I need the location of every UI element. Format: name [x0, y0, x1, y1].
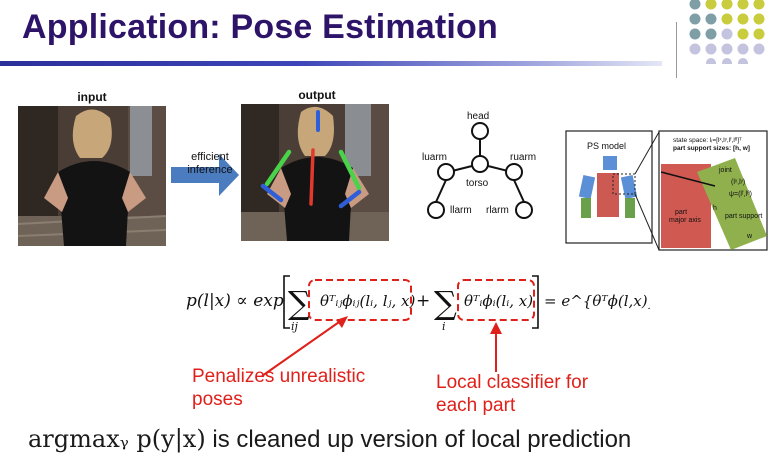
- decorative-dots: [689, 0, 765, 64]
- graph-label-luarm: luarm: [422, 152, 447, 163]
- input-label: input: [77, 90, 107, 104]
- annotation-penalizes-line-2: poses: [192, 389, 243, 410]
- bottom-math: argmaxᵧ p(y|x): [28, 425, 206, 453]
- term-1-dashed-box: [308, 279, 412, 321]
- pose-tree-diagram: head luarm ruarm torso llarm rlarm: [422, 111, 536, 219]
- pose-formula: p(l|x) ∝ exp ∑ ij θᵀᵢⱼϕᵢⱼ(lᵢ, lⱼ, x) + ∑…: [186, 275, 650, 333]
- graph-node-torso: [471, 155, 489, 173]
- title-underline: [0, 61, 662, 66]
- ps-model-diagram: PS model state space: lᵢ=[lˣ,lʸ,lᶠ,lᶿ]ᵀ …: [565, 130, 768, 251]
- arrow-label: efficient inference: [180, 151, 240, 177]
- pose-left-lower-arm-stick: [260, 183, 284, 203]
- input-photo: [18, 106, 166, 246]
- ps-support-sizes: part support sizes: [h, w]: [673, 145, 750, 152]
- annotation-local-line-1: Local classifier for: [436, 372, 589, 393]
- output-photo: [241, 104, 389, 241]
- formula-sum-1: ∑: [288, 284, 311, 322]
- annotation-local-classifier: Local classifier for each part: [436, 371, 588, 417]
- output-label: output: [298, 88, 336, 102]
- graph-label-ruarm: ruarm: [510, 152, 536, 163]
- formula-left-bracket: [283, 275, 290, 329]
- slide-title: Application: Pose Estimation: [22, 8, 498, 46]
- ps-state-space: state space: lᵢ=[lˣ,lʸ,lᶠ,lᶿ]ᵀ: [673, 137, 742, 144]
- formula-right-bracket: [532, 275, 539, 329]
- graph-node-ruarm: [505, 163, 523, 181]
- formula-lhs: p(l|x) ∝ exp: [186, 291, 284, 311]
- ps-h-label: h: [713, 205, 717, 212]
- formula-sum-1-index: ij: [291, 320, 299, 333]
- ps-part-label-2: major axis: [669, 217, 701, 224]
- graph-node-head: [471, 122, 489, 140]
- ps-model-title: PS model: [587, 141, 626, 151]
- formula-term-1: θᵀᵢⱼϕᵢⱼ(lᵢ, lⱼ, x): [320, 292, 415, 310]
- bottom-text: is cleaned up version of local predictio…: [205, 426, 632, 453]
- graph-node-rlarm: [515, 201, 533, 219]
- annotation-local-line-2: each part: [436, 395, 516, 416]
- ps-lxy-label: (lˣ,lʸ): [731, 179, 745, 186]
- formula-rhs: = e^{θᵀϕ(l,x)}.: [544, 292, 650, 310]
- arrow-label-line-2: inference: [187, 164, 233, 176]
- ps-joint-label: joint: [718, 167, 732, 174]
- ps-w-label: w: [746, 233, 753, 240]
- pose-torso-stick: [309, 148, 315, 206]
- formula-sum-2-index: i: [442, 320, 446, 333]
- formula-plus: +: [416, 291, 430, 311]
- graph-node-luarm: [437, 163, 455, 181]
- graph-label-torso: torso: [466, 178, 489, 189]
- graph-label-rlarm: rlarm: [486, 205, 509, 216]
- decorative-vertical-rule: [676, 22, 677, 78]
- annotation-penalizes: Penalizes unrealistic poses: [192, 365, 365, 411]
- bottom-statement: argmaxᵧ p(y|x) is cleaned up version of …: [28, 425, 631, 454]
- graph-label-head: head: [467, 111, 489, 122]
- ps-part-label-1: part: [675, 209, 687, 216]
- ps-psi-label: ψ=(lᶠ,lᶿ): [729, 191, 752, 198]
- arrow-label-line-1: efficient: [191, 151, 229, 163]
- formula-term-2: θᵀᵢϕᵢ(lᵢ, x): [464, 292, 533, 310]
- annotation-penalizes-line-1: Penalizes unrealistic: [192, 366, 366, 387]
- pose-right-lower-arm-stick: [338, 189, 362, 209]
- right-arrow-icon: [171, 154, 239, 196]
- graph-node-llarm: [427, 201, 445, 219]
- pose-right-upper-arm-stick: [338, 149, 362, 191]
- pose-left-upper-arm-stick: [264, 149, 292, 187]
- graph-label-llarm: llarm: [450, 205, 472, 216]
- formula-sum-2: ∑: [434, 284, 457, 322]
- ps-part-support-label: part support: [725, 213, 762, 220]
